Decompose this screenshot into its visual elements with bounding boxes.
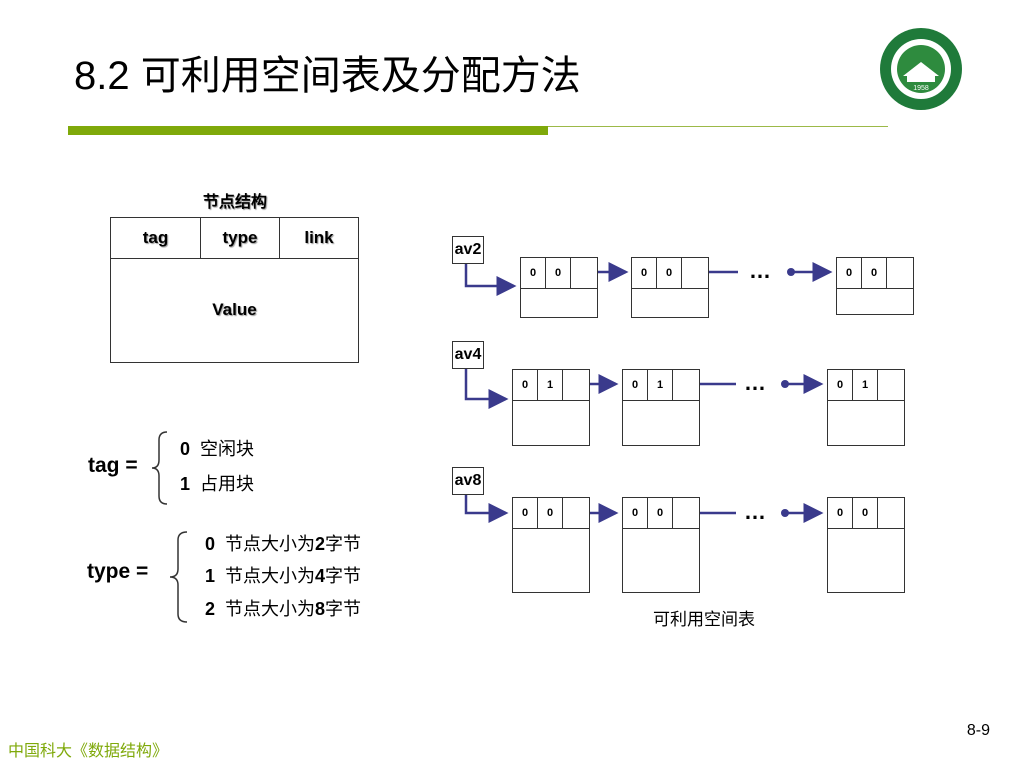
list-label-av4: av4: [452, 341, 484, 369]
node-type-cell: 1: [648, 370, 673, 400]
node-tag-cell: 0: [513, 370, 538, 400]
type-option-0: 0 节点大小为2字节: [205, 530, 361, 556]
node-tag-cell: 0: [632, 258, 657, 288]
node-type-cell: 0: [546, 258, 571, 288]
free-list-caption: 可利用空间表: [653, 610, 755, 629]
list-ellipsis: …: [749, 258, 772, 283]
tag-code-0: 0: [180, 439, 191, 459]
tag-option-used: 1 占用块: [180, 470, 254, 496]
field-value: Value: [212, 300, 257, 319]
type-size-2: 8: [315, 599, 326, 619]
node-type-cell: 1: [853, 370, 878, 400]
tag-option-free: 0 空闲块: [180, 435, 254, 461]
tag-brace: [151, 431, 168, 505]
tag-definition-lhs: tag =: [88, 454, 138, 477]
tag-text-1: 占用块: [200, 474, 255, 494]
type-definition-lhs: type =: [87, 560, 149, 583]
type-text-post-0: 字节: [325, 534, 362, 554]
node-structure-caption: 节点结构: [202, 194, 267, 211]
page-number: 8-9: [966, 722, 990, 739]
node-tag-cell: 0: [837, 258, 862, 288]
type-option-2: 2 节点大小为8字节: [205, 595, 361, 621]
field-tag: tag: [111, 218, 201, 258]
node-type-cell: 0: [657, 258, 682, 288]
type-text-pre-1: 节点大小为: [225, 566, 316, 586]
type-code-2: 2: [205, 599, 216, 619]
type-size-0: 2: [315, 534, 326, 554]
node-type-cell: 0: [648, 498, 673, 528]
list-label-av2: av2: [452, 236, 484, 264]
type-size-1: 4: [315, 566, 326, 586]
logo-year: 1958: [913, 85, 929, 92]
type-code-0: 0: [205, 534, 216, 554]
type-text-pre-2: 节点大小为: [225, 599, 316, 619]
list-ellipsis: …: [744, 499, 767, 524]
node-tag-cell: 0: [623, 498, 648, 528]
slide-title: 8.2 可利用空间表及分配方法: [74, 54, 581, 98]
type-text-pre-0: 节点大小为: [225, 534, 316, 554]
node-tag-cell: 0: [521, 258, 546, 288]
field-link: link: [304, 228, 334, 247]
field-type: type: [201, 218, 280, 258]
node-type-cell: 0: [853, 498, 878, 528]
list-ellipsis: …: [744, 370, 767, 395]
node-structure-table: tag type link Value: [110, 217, 359, 363]
title-underline-thick: [68, 126, 548, 135]
node-type-cell: 0: [538, 498, 563, 528]
tag-code-1: 1: [180, 474, 191, 494]
type-text-post-1: 字节: [325, 566, 362, 586]
type-text-post-2: 字节: [325, 599, 362, 619]
type-option-1: 1 节点大小为4字节: [205, 562, 361, 588]
title-underline-thin: [548, 126, 888, 127]
tag-text-0: 空闲块: [200, 439, 255, 459]
type-brace: [169, 531, 188, 623]
node-tag-cell: 0: [623, 370, 648, 400]
node-tag-cell: 0: [828, 370, 853, 400]
node-structure-header: tag type link: [111, 218, 358, 259]
type-code-1: 1: [205, 566, 216, 586]
course-footer: 中国科大《数据结构》: [8, 743, 169, 760]
node-tag-cell: 0: [513, 498, 538, 528]
list-label-av8: av8: [452, 467, 484, 495]
node-tag-cell: 0: [828, 498, 853, 528]
node-type-cell: 0: [862, 258, 887, 288]
node-type-cell: 1: [538, 370, 563, 400]
university-seal-logo: 1958: [880, 28, 962, 110]
